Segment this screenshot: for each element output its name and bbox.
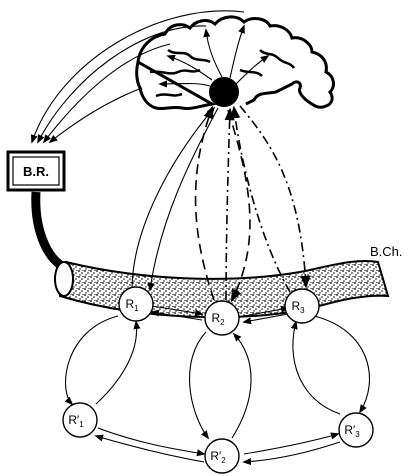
brain-fold-5 [156,94,182,96]
node-r2-prime: R′2 [205,439,239,473]
r3-to-nucleus-dashdot [234,108,290,292]
node-r3: R3 [285,289,319,323]
brain-fold-4 [240,70,262,76]
cortex-to-box-arc-4 [50,88,142,142]
r2p-to-r3p [244,434,338,454]
nucleus-to-r2-dash [228,110,250,300]
box-to-vessel-connector [36,192,62,266]
brain-fold-2 [168,50,210,62]
node-r2: R2 [205,301,239,335]
vessel-label: B.Ch. [370,244,403,259]
node-r1-prime: R′1 [63,403,97,437]
r2p-to-r1p [96,436,204,462]
r3p-to-r3-loop [293,322,340,414]
r2-to-nucleus-dash [196,108,214,300]
cortex-to-box-arc-3 [44,44,170,142]
nucleus-to-cortex-1 [206,30,222,77]
nucleus-to-r1 [150,108,218,290]
r2p-to-r2-loop [232,334,251,438]
brain-fold-3 [260,50,294,68]
central-nucleus [209,77,239,107]
r1-to-nucleus [132,108,214,290]
brain-fold-1 [150,70,200,73]
nucleus-to-cortex-2 [160,84,210,87]
r1-to-r1p-loop [66,316,118,404]
node-r3-prime: R′3 [339,413,373,447]
nucleus-to-r3-dashdot [240,106,306,286]
r2-to-r2p-loop [190,332,208,438]
r2-to-nucleus-dashdot [226,110,230,300]
br-box-label: B.R. [23,164,49,179]
r3-to-r3p-loop [314,316,369,412]
node-r1: R1 [119,287,153,321]
vessel-opening [55,262,73,296]
r1p-to-r1-loop [96,322,137,404]
